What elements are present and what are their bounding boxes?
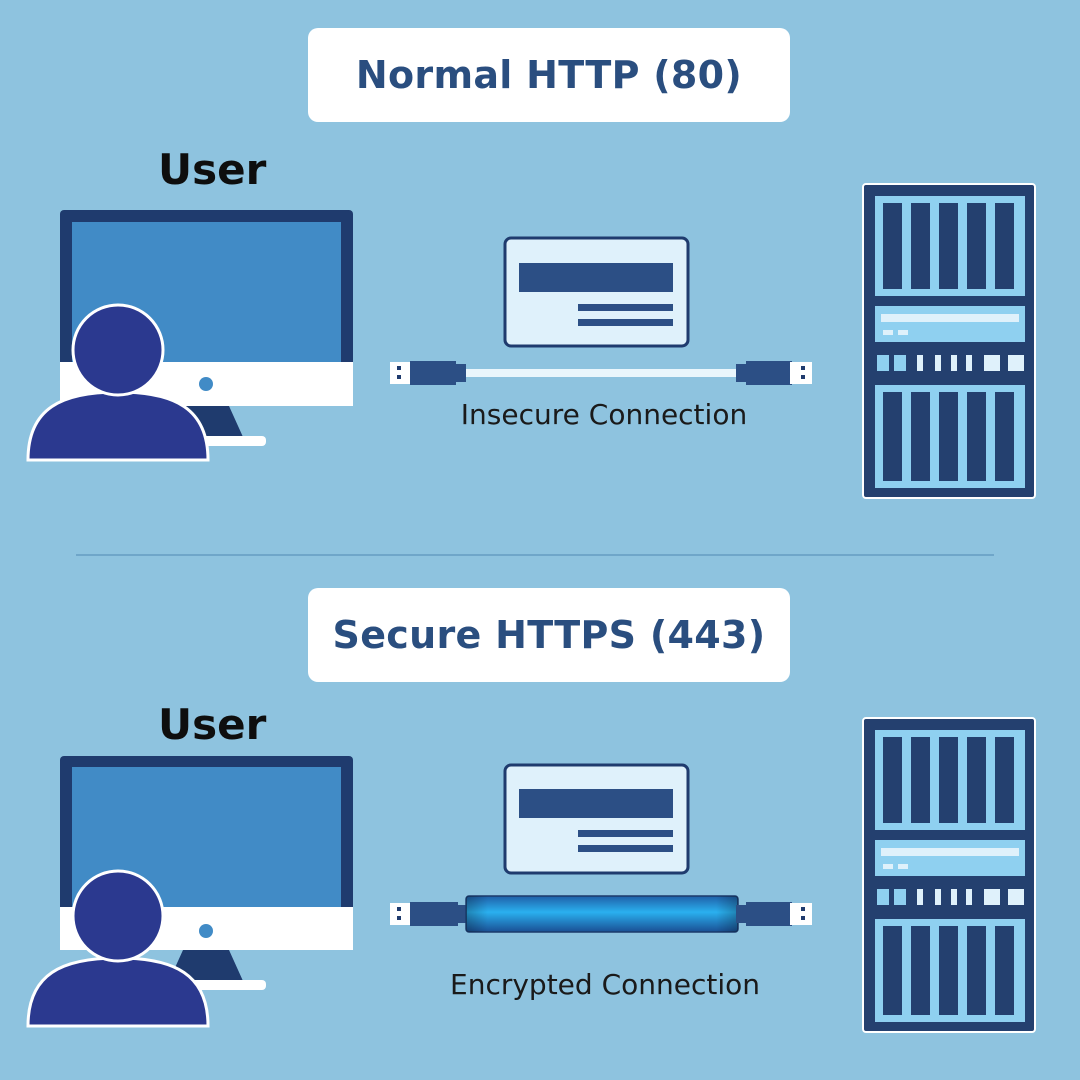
https-title: Secure HTTPS (443)	[332, 613, 766, 657]
connection-label-https: Encrypted Connection	[450, 968, 760, 1001]
https-title-box: Secure HTTPS (443)	[308, 588, 790, 682]
section-divider	[76, 554, 994, 556]
user-label-https: User	[158, 700, 267, 749]
data-packet-icon	[503, 236, 690, 348]
person-icon	[26, 303, 210, 462]
connection-label-http: Insecure Connection	[460, 398, 748, 431]
server-rack-icon	[862, 183, 1036, 499]
http-title: Normal HTTP (80)	[355, 53, 743, 97]
http-title-box: Normal HTTP (80)	[308, 28, 790, 122]
usb-cable-icon	[390, 361, 812, 385]
user-label-http: User	[158, 145, 267, 194]
